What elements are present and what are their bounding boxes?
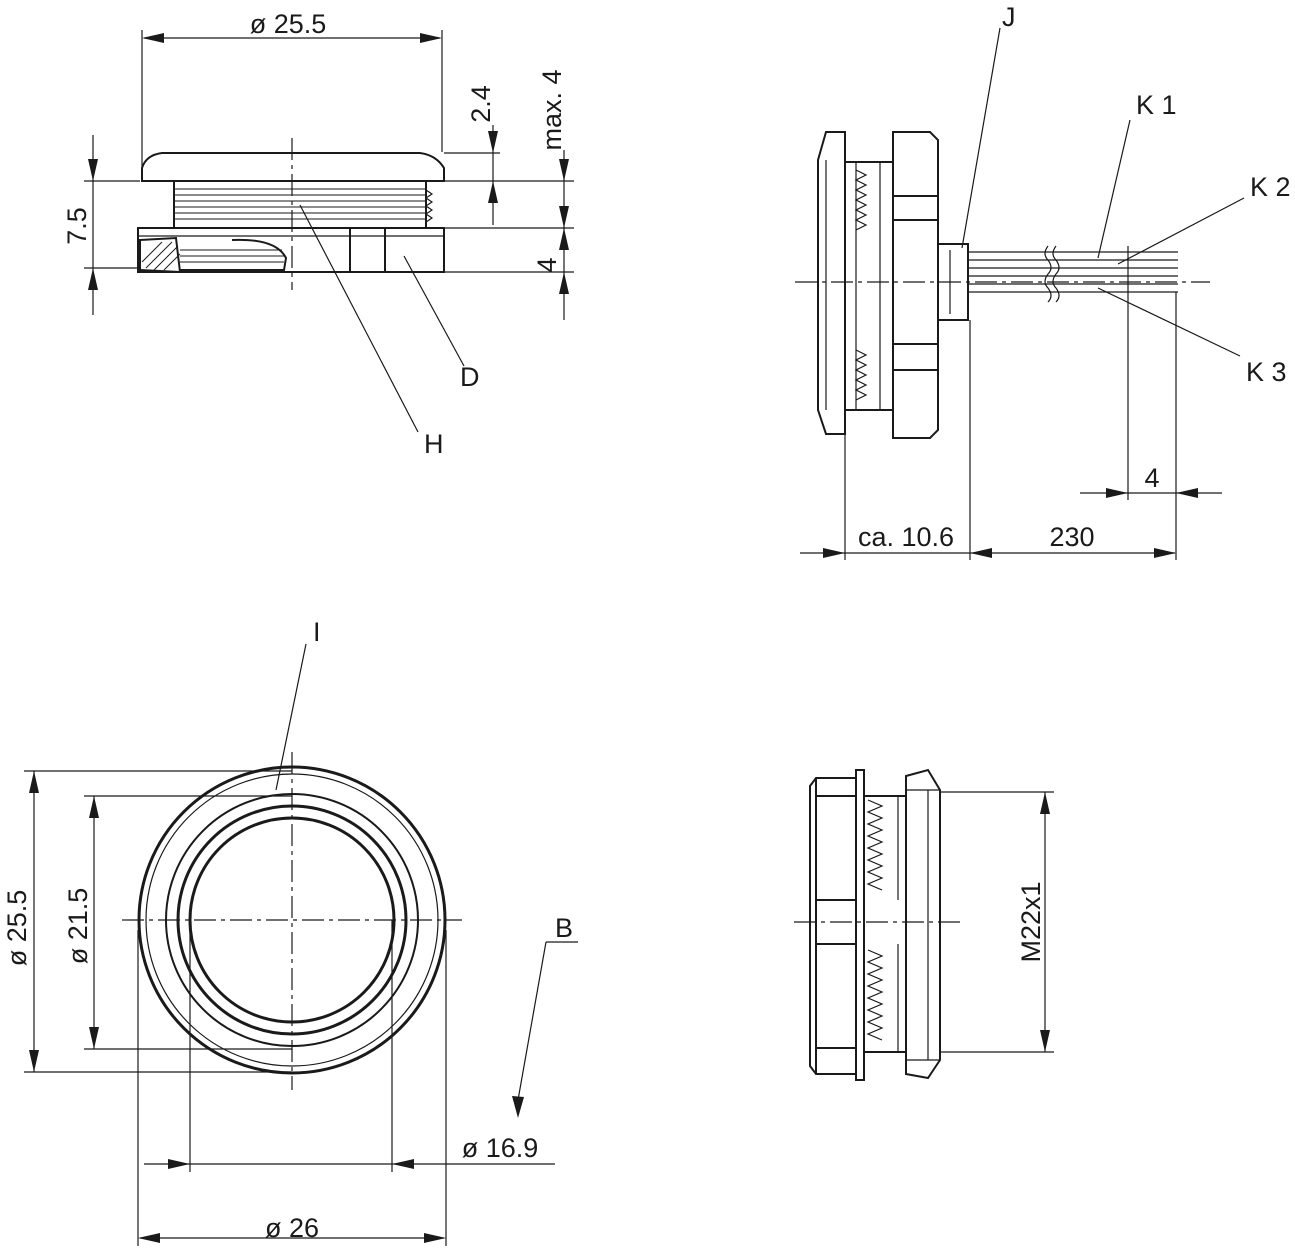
dim-strip-length: 4 bbox=[1144, 463, 1159, 493]
dim-flange: ø 26 bbox=[265, 1213, 319, 1243]
dim-max-height: max. 4 bbox=[537, 69, 567, 150]
side-view-thread: M22x1 bbox=[794, 768, 1054, 1081]
callout-k1: K 1 bbox=[1136, 90, 1177, 120]
dim-front-inner: ø 21.5 bbox=[63, 888, 93, 965]
dim-front-outer: ø 25.5 bbox=[2, 890, 32, 967]
callout-j: J bbox=[1002, 2, 1016, 32]
callout-h: H bbox=[424, 429, 444, 459]
dim-top-width: ø 25.5 bbox=[250, 9, 327, 39]
dim-depth: ca. 10.6 bbox=[858, 522, 954, 552]
front-view: I ø 25.5 ø 21.5 ø 16.9 ø 26 B bbox=[2, 617, 578, 1246]
dim-total-height: 7.5 bbox=[62, 207, 92, 245]
callout-k3: K 3 bbox=[1246, 357, 1287, 387]
callout-i: I bbox=[313, 617, 321, 647]
dim-window: ø 16.9 bbox=[462, 1133, 539, 1163]
dim-thread: M22x1 bbox=[1016, 881, 1046, 962]
dim-cable-length: 230 bbox=[1049, 522, 1094, 552]
dim-cap-height: 2.4 bbox=[466, 85, 496, 123]
callout-d: D bbox=[460, 362, 480, 392]
dim-nut-height: 4 bbox=[532, 257, 562, 272]
callout-k2: K 2 bbox=[1250, 172, 1291, 202]
side-view-top-left: ø 25.5 2.4 max. 4 4 7.5 D H bbox=[62, 9, 574, 459]
callout-b: B bbox=[555, 913, 573, 943]
side-view-cable: J K 1 K 2 K 3 ca. 10.6 230 4 bbox=[795, 2, 1291, 560]
